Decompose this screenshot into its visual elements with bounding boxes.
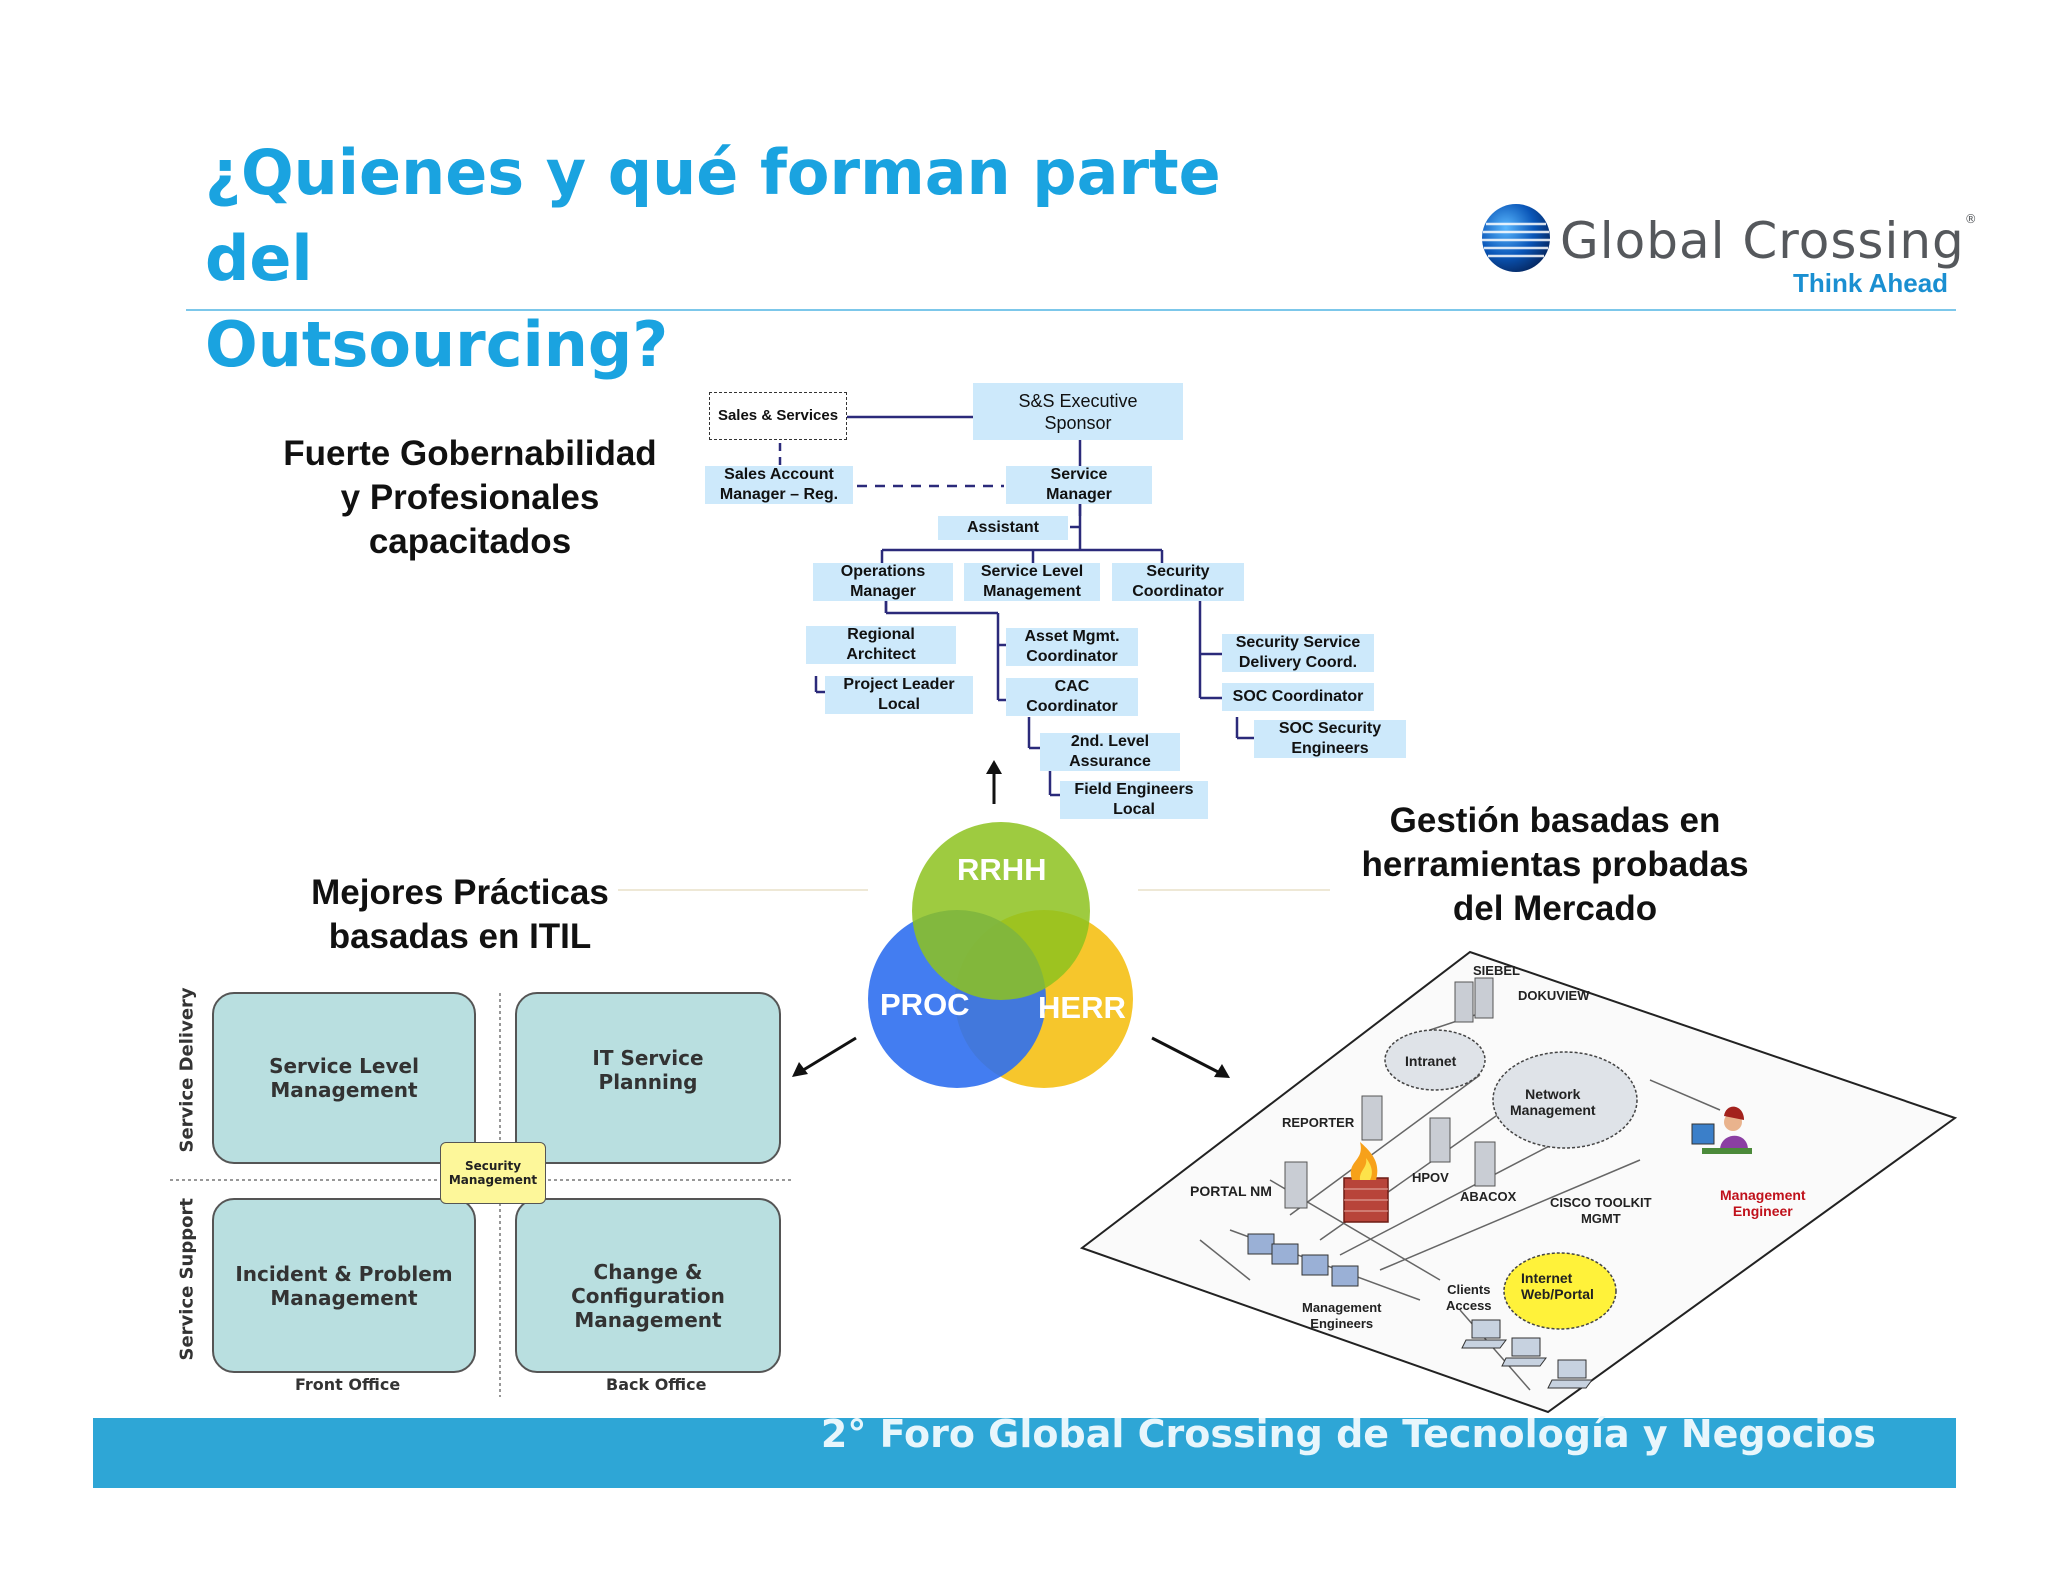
venn-circle-rrhh [912,822,1090,1000]
net-intranet: Intranet [1405,1053,1457,1069]
page-title: ¿Quienes y qué forman parte del Outsourc… [205,130,1305,388]
heading-itil: Mejores Prácticas basadas en ITIL [260,871,660,959]
heading-governance-line: Fuerte Gobernabilidad [283,434,657,473]
management-engineer-icon [1691,1106,1752,1154]
net-dokuview: DOKUVIEW [1518,988,1590,1003]
logo-name: Global Crossing® [1560,212,1978,270]
net-cisco-toolkit: CISCO TOOLKIT MGMT [1550,1195,1652,1226]
footer-text: 2° Foro Global Crossing de Tecnología y … [820,1412,1876,1456]
itil-dividers [170,993,792,1397]
net-reporter: REPORTER [1282,1115,1355,1130]
org-operations-manager: Operations Manager [813,563,953,601]
net-management-engineers: Management Engineers [1302,1300,1382,1331]
title-line-2: Outsourcing? [205,308,669,381]
org-executive-sponsor: S&S Executive Sponsor [973,383,1183,440]
itil-side-service-support: Service Support [176,1198,198,1361]
heading-governance: Fuerte Gobernabilidad y Profesionales ca… [250,432,690,564]
org-soc-security-engineers: SOC Security Engineers [1254,720,1406,758]
venn-label-rrhh: RRHH [957,852,1047,887]
org-cac-coordinator: CAC Coordinator [1006,678,1138,716]
org-asset-mgmt-coordinator: Asset Mgmt. Coordinator [1006,628,1138,666]
net-portal-nm: PORTAL NM [1190,1183,1272,1199]
org-security-coordinator: Security Coordinator [1112,563,1244,601]
heading-itil-line: Mejores Prácticas [311,873,609,912]
network-plane [1080,950,1958,1414]
itil-it-service-planning: IT Service Planning [515,992,781,1164]
venn-label-herr: HERR [1038,990,1126,1025]
itil-incident-problem-management: Incident & Problem Management [212,1198,476,1373]
globe-icon [1482,204,1550,272]
org-project-leader: Project Leader Local [825,676,973,714]
org-second-level-assurance: 2nd. Level Assurance [1040,733,1180,771]
itil-change-configuration-management: Change & Configuration Management [515,1198,781,1373]
net-internet-web-portal: Internet Web/Portal [1521,1270,1594,1302]
title-divider [186,309,1956,311]
heading-tools-line: herramientas probadas [1361,845,1749,884]
itil-side-service-delivery: Service Delivery [176,987,198,1153]
org-security-service-delivery: Security Service Delivery Coord. [1222,634,1374,672]
itil-foot-back-office: Back Office [606,1375,707,1394]
heading-governance-line: y Profesionales [340,478,600,517]
org-service-manager: Service Manager [1006,466,1152,504]
org-service-level-management: Service Level Management [964,563,1100,601]
itil-security-management: Security Management [440,1142,546,1204]
net-siebel: SIEBEL [1473,963,1520,978]
org-regional-architect: Regional Architect [806,626,956,664]
cloud-intranet [1384,1029,1486,1091]
firewall-icon [1343,1142,1389,1223]
venn-label-proc: PROC [880,987,970,1022]
heading-governance-line: capacitados [368,522,572,561]
net-management-engineer: Management Engineer [1720,1187,1806,1219]
venn-circles [868,822,1133,1088]
net-hpov: HPOV [1412,1170,1449,1185]
workstations-icon [1247,1233,1359,1287]
title-line-1: ¿Quienes y qué forman parte del [205,136,1221,295]
heading-tools-line: del Mercado [1452,889,1658,928]
itil-foot-front-office: Front Office [295,1375,401,1394]
net-abacox: ABACOX [1460,1189,1517,1204]
org-sales-services: Sales & Services [709,392,847,440]
heading-tools: Gestión basadas en herramientas probadas… [1330,799,1780,931]
org-sales-account-manager: Sales Account Manager – Reg. [705,466,853,504]
org-field-engineers: Field Engineers Local [1060,781,1208,819]
cloud-network-management [1492,1051,1638,1149]
heading-tools-line: Gestión basadas en [1389,801,1721,840]
network-drawing [1080,950,1958,1414]
net-clients-access: Clients Access [1446,1282,1492,1313]
org-assistant: Assistant [938,516,1068,540]
net-network-management: Network Management [1510,1086,1596,1118]
footer-band: 2° Foro Global Crossing de Tecnología y … [93,1412,1956,1488]
heading-itil-line: basadas en ITIL [328,917,592,956]
itil-service-level-management: Service Level Management [212,992,476,1164]
laptops-icon [1461,1319,1593,1389]
logo-tagline: Think Ahead [1793,268,1949,298]
org-soc-coordinator: SOC Coordinator [1222,683,1374,711]
cloud-internet [1503,1252,1617,1330]
